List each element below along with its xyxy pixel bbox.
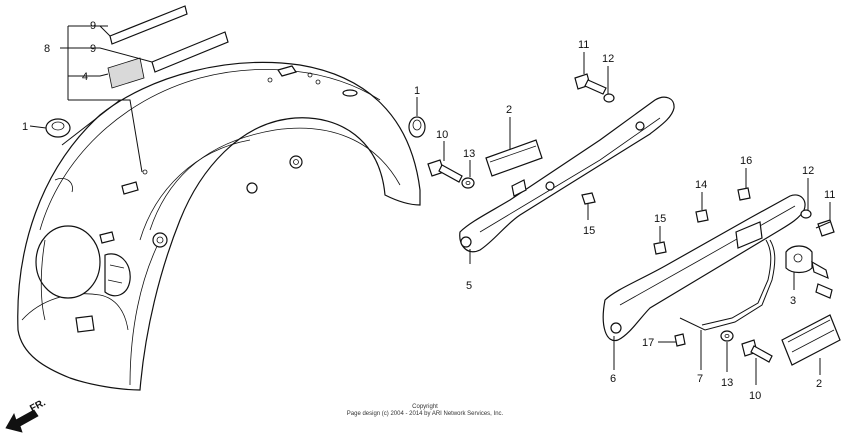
washer-12-top — [603, 93, 615, 103]
callout-11-right: 11 — [824, 189, 835, 201]
callout-15-right: 15 — [654, 213, 666, 225]
bolt-11-top — [574, 73, 607, 95]
callout-7: 7 — [697, 373, 703, 385]
rear-fender — [17, 61, 421, 391]
callout-13-right: 13 — [721, 377, 733, 389]
callout-6: 6 — [610, 373, 616, 385]
callout-2-right: 2 — [816, 378, 822, 390]
reflector-center — [485, 139, 543, 177]
leader-lines — [29, 25, 831, 385]
washer-13-right — [720, 330, 734, 342]
callout-4: 4 — [82, 71, 88, 83]
washer-12-right — [800, 209, 812, 219]
callout-10-right: 10 — [749, 390, 761, 402]
callout-3: 3 — [790, 295, 796, 307]
nut-15-right — [653, 241, 667, 255]
callout-13-center: 13 — [463, 148, 475, 160]
callout-16: 16 — [740, 155, 752, 167]
callout-labels: 9 8 9 4 1 1 2 10 13 11 12 5 15 16 14 15 … — [22, 20, 835, 402]
callout-10-center: 10 — [436, 129, 448, 141]
callout-1-right: 1 — [414, 85, 420, 97]
callout-12-right: 12 — [802, 165, 814, 177]
copyright-notice: Copyright Page design (c) 2004 - 2014 by… — [347, 404, 504, 417]
fender-stay-6 — [602, 194, 806, 342]
copyright-line2: Page design (c) 2004 - 2014 by ARI Netwo… — [347, 411, 504, 417]
light-holder-3 — [785, 245, 833, 299]
bolt-10-center — [427, 159, 463, 183]
callout-2-center: 2 — [506, 104, 512, 116]
callout-9-mid: 9 — [90, 43, 96, 55]
callout-1-left: 1 — [22, 121, 28, 133]
copyright-line1: Copyright — [412, 404, 438, 410]
callout-14: 14 — [695, 179, 707, 191]
stripe-decals — [107, 5, 229, 89]
nut-16 — [737, 187, 751, 201]
callout-12-top: 12 — [602, 53, 614, 65]
screw-17 — [674, 333, 686, 347]
washer-13-center — [461, 177, 475, 189]
nut-15-center — [581, 192, 596, 205]
grommet-left — [45, 118, 71, 138]
callout-5: 5 — [466, 280, 472, 292]
bolt-14 — [695, 209, 709, 223]
callout-17: 17 — [642, 337, 654, 349]
callout-11-top: 11 — [578, 39, 589, 51]
bracket-7 — [679, 239, 776, 331]
bolt-10-right — [741, 339, 773, 363]
fender-stay-5 — [459, 96, 675, 253]
callout-15-center: 15 — [583, 225, 595, 237]
callout-9-top: 9 — [90, 20, 96, 32]
grommet-right — [408, 116, 426, 138]
callout-8: 8 — [44, 43, 50, 55]
bolt-11-right — [815, 219, 835, 237]
front-arrow-icon — [5, 409, 39, 433]
front-direction: FR. — [5, 397, 48, 433]
reflector-right — [781, 314, 841, 366]
front-label: FR. — [28, 397, 48, 414]
